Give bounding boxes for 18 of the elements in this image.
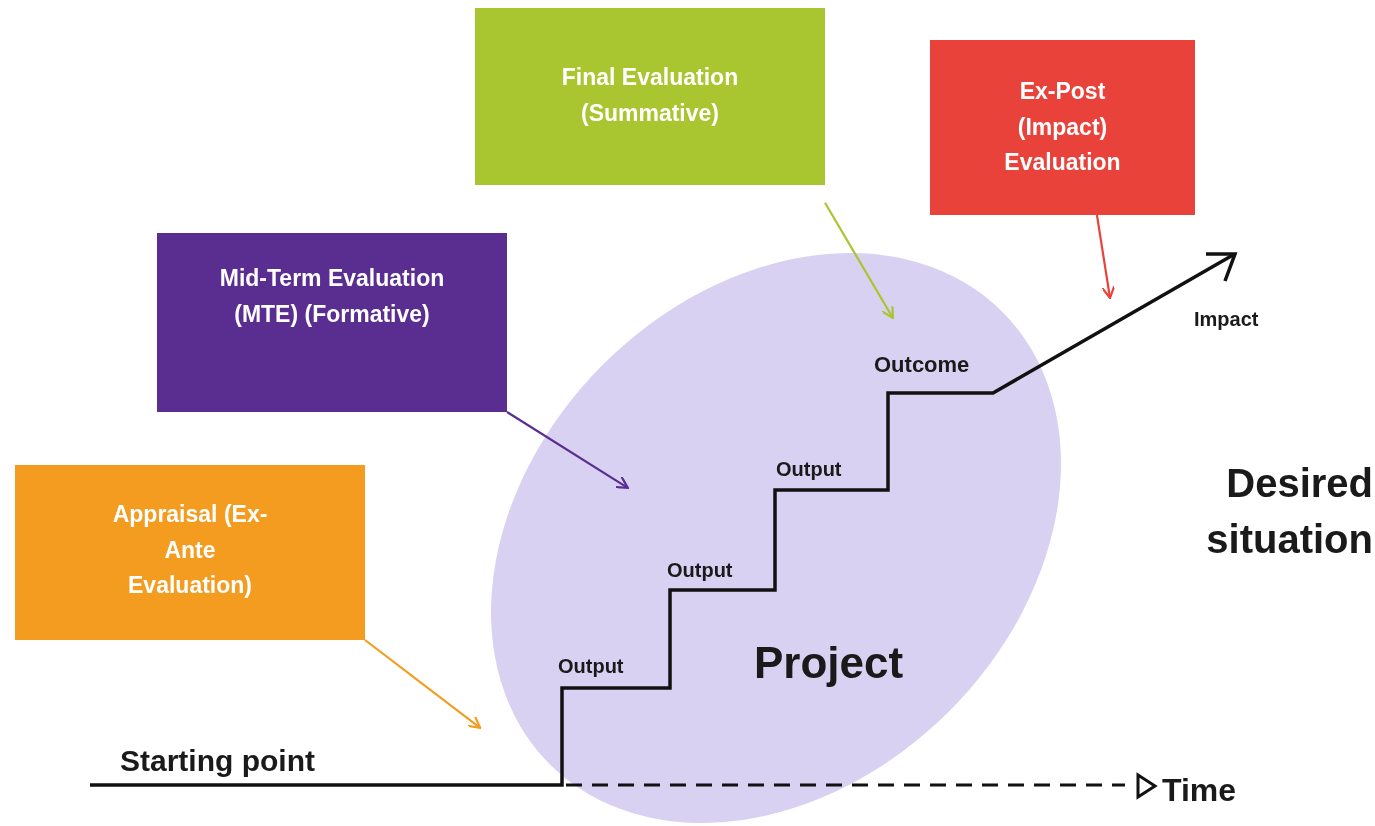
- evaluation-box: Appraisal (Ex-Ante Evaluation): [15, 465, 365, 640]
- step-label: Impact: [1194, 307, 1259, 332]
- step-label: Time: [1162, 771, 1237, 810]
- step-label: Outcome: [874, 351, 970, 379]
- arrow: [824, 202, 894, 320]
- region-label: Desired situation: [1205, 460, 1373, 563]
- arrow: [506, 411, 629, 489]
- project-ellipse: [491, 253, 1061, 823]
- arrow: [1095, 214, 1116, 300]
- arrow: [364, 639, 482, 729]
- step-label: Output: [776, 457, 842, 482]
- evaluation-box: Final Evaluation (Summative): [475, 8, 825, 185]
- project-label: Project: [754, 638, 904, 688]
- step-label: Output: [667, 558, 733, 583]
- step-label: Output: [558, 654, 624, 679]
- step-label: Starting point: [120, 743, 315, 779]
- evaluation-box: Mid-Term Evaluation (MTE) (Formative): [157, 233, 507, 412]
- evaluation-box: Ex-Post (Impact) Evaluation: [930, 40, 1195, 215]
